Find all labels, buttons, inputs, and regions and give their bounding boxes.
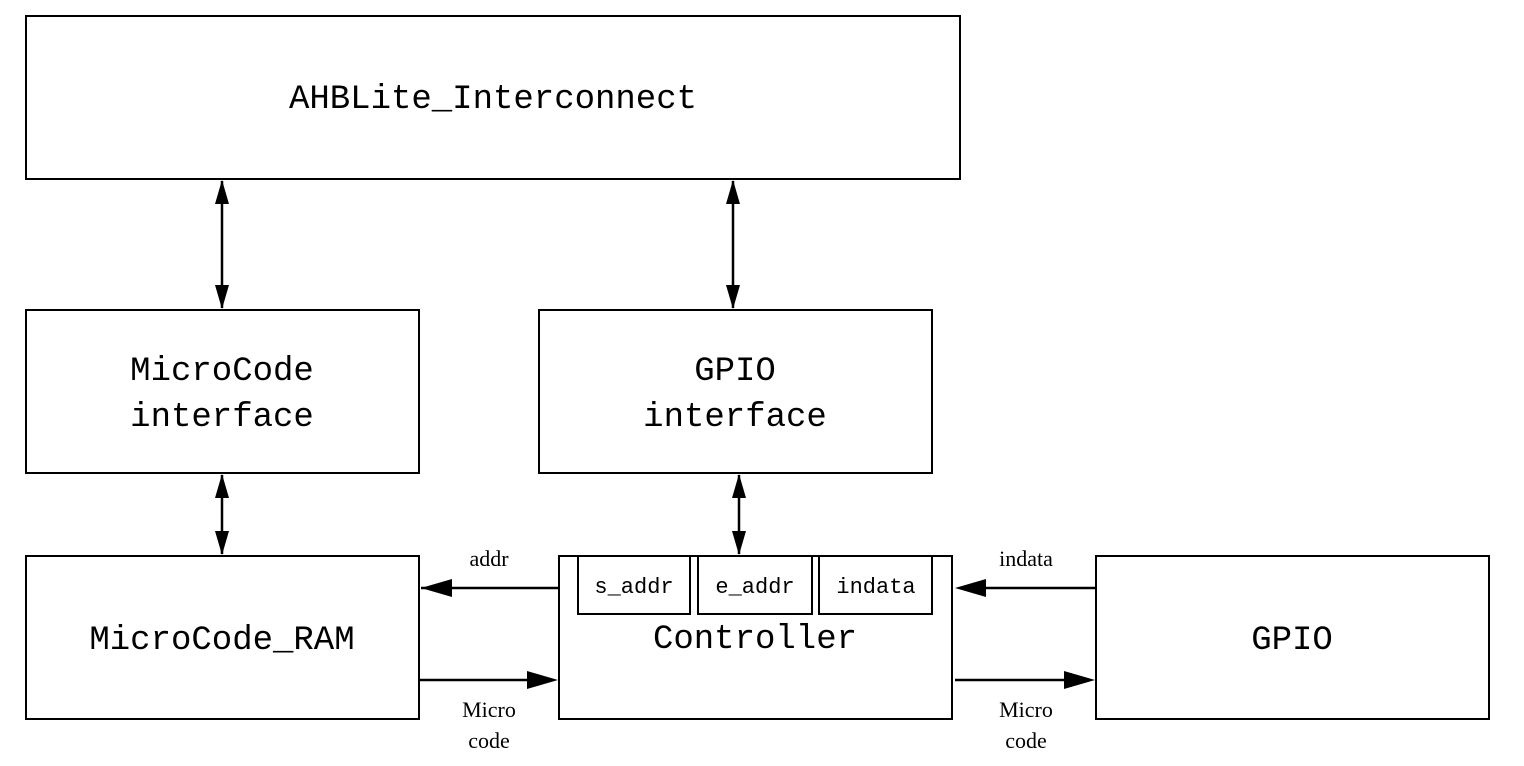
microcode-ram-label: MicroCode_RAM [89,622,354,660]
addr-arrowhead [421,579,452,597]
register-e-addr-label: e_addr [715,575,794,600]
microcode-interface-label-line1: MicroCode [130,353,314,391]
microcode-right-label-line1: Micro [999,697,1053,722]
ahblite-interconnect-block: AHBLite_Interconnect [25,15,961,180]
gpio-interface-label-line1: GPIO [694,353,776,391]
microcode-left-label-line1: Micro [462,697,516,722]
register-indata-label: indata [836,575,915,600]
microcode-interface-block: MicroCode interface [25,309,420,474]
controller-block: s_addr e_addr indata Controller [558,555,953,720]
microcode-right-label-line2: code [1005,728,1047,753]
microcode-right-arrowhead [1064,671,1095,689]
controller-label: Controller [653,621,857,659]
ahblite-interconnect-label: AHBLite_Interconnect [289,81,697,119]
microcode-ram-block: MicroCode_RAM [25,555,420,720]
addr-label: addr [469,546,509,571]
gpio-block: GPIO [1095,555,1490,720]
indata-label: indata [999,546,1053,571]
microcode-left-label-line2: code [468,728,510,753]
gpio-interface-block: GPIO interface [538,309,933,474]
gpio-interface-label-line2: interface [643,399,827,437]
gpio-label: GPIO [1251,622,1333,660]
indata-arrowhead [955,579,986,597]
microcode-left-arrowhead [527,671,558,689]
register-e-addr [697,555,813,615]
register-indata [818,555,933,615]
microcode-interface-label-line2: interface [130,399,314,437]
register-s-addr-label: s_addr [594,575,673,600]
register-s-addr [577,555,691,615]
